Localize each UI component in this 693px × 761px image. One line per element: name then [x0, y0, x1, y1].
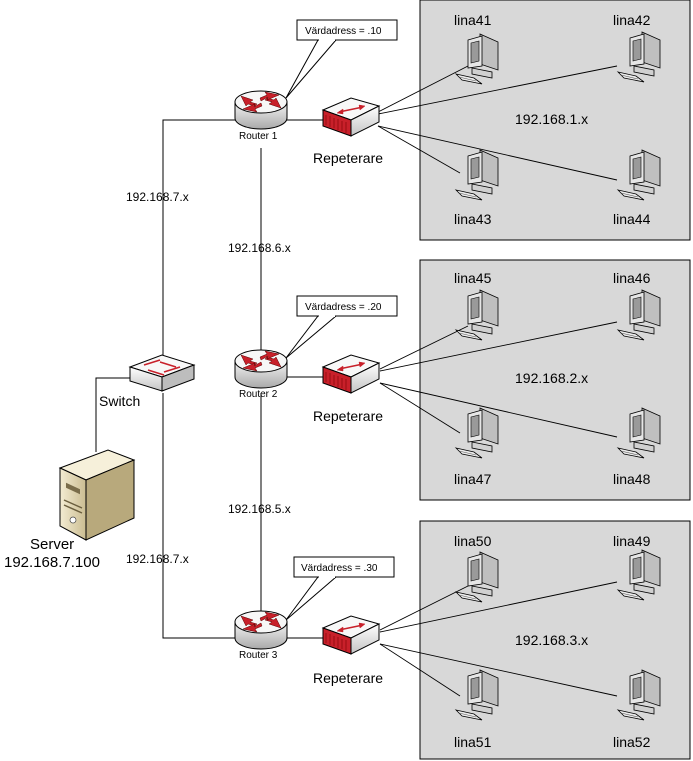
- switch-label: Switch: [99, 393, 140, 409]
- svg-text:Värdadress = .30: Värdadress = .30: [301, 563, 378, 574]
- router-2-icon: [234, 349, 288, 389]
- server-ip: 192.168.7.100: [4, 554, 100, 571]
- svg-text:Värdadress = .20: Värdadress = .20: [305, 302, 382, 313]
- pc-label: lina45: [454, 270, 492, 286]
- subnet-label: 192.168.2.x: [515, 370, 588, 386]
- server-label: Server: [30, 536, 74, 553]
- pc-label: lina48: [613, 471, 651, 487]
- pc-label: lina43: [454, 211, 492, 227]
- pc-label: lina52: [613, 734, 651, 750]
- router-2-label: Router 2: [239, 389, 278, 400]
- subnet-panel-3: [419, 520, 691, 760]
- pc-label: lina47: [454, 471, 492, 487]
- repeater-3-label: Repeterare: [313, 670, 383, 686]
- callout-router-2: Värdadress = .20: [285, 295, 398, 359]
- repeater-1-icon: [322, 97, 380, 137]
- pc-label: lina41: [454, 12, 492, 28]
- callout-router-1: Värdadress = .10: [285, 19, 398, 99]
- repeater-2-icon: [322, 354, 380, 394]
- link-label-bottom: 192.168.7.x: [126, 552, 189, 566]
- router-1-label: Router 1: [239, 131, 278, 142]
- pc-label: lina42: [613, 12, 651, 28]
- router-3-label: Router 3: [239, 650, 278, 661]
- subnet-label: 192.168.3.x: [515, 632, 588, 648]
- subnet-label: 192.168.1.x: [515, 111, 588, 127]
- router-1-icon: [234, 90, 288, 130]
- repeater-2-label: Repeterare: [313, 408, 383, 424]
- backbone-links: [95, 119, 324, 639]
- pc-label: lina44: [613, 211, 651, 227]
- repeater-1-label: Repeterare: [313, 150, 383, 166]
- switch-icon: [129, 354, 195, 392]
- svg-text:Värdadress = .10: Värdadress = .10: [305, 26, 382, 37]
- pc-label: lina46: [613, 270, 651, 286]
- link-label-r2-r3: 192.168.5.x: [228, 502, 291, 516]
- callout-router-3: Värdadress = .30: [285, 556, 395, 621]
- link-label-r1-r2: 192.168.6.x: [228, 241, 291, 255]
- repeater-3-icon: [322, 615, 380, 655]
- lan-links: [377, 65, 618, 697]
- pc-label: lina51: [454, 734, 492, 750]
- server-icon: [58, 449, 136, 541]
- pc-label: lina50: [454, 533, 492, 549]
- pc-label: lina49: [613, 533, 651, 549]
- link-label-top: 192.168.7.x: [126, 190, 189, 204]
- router-3-icon: [234, 610, 288, 650]
